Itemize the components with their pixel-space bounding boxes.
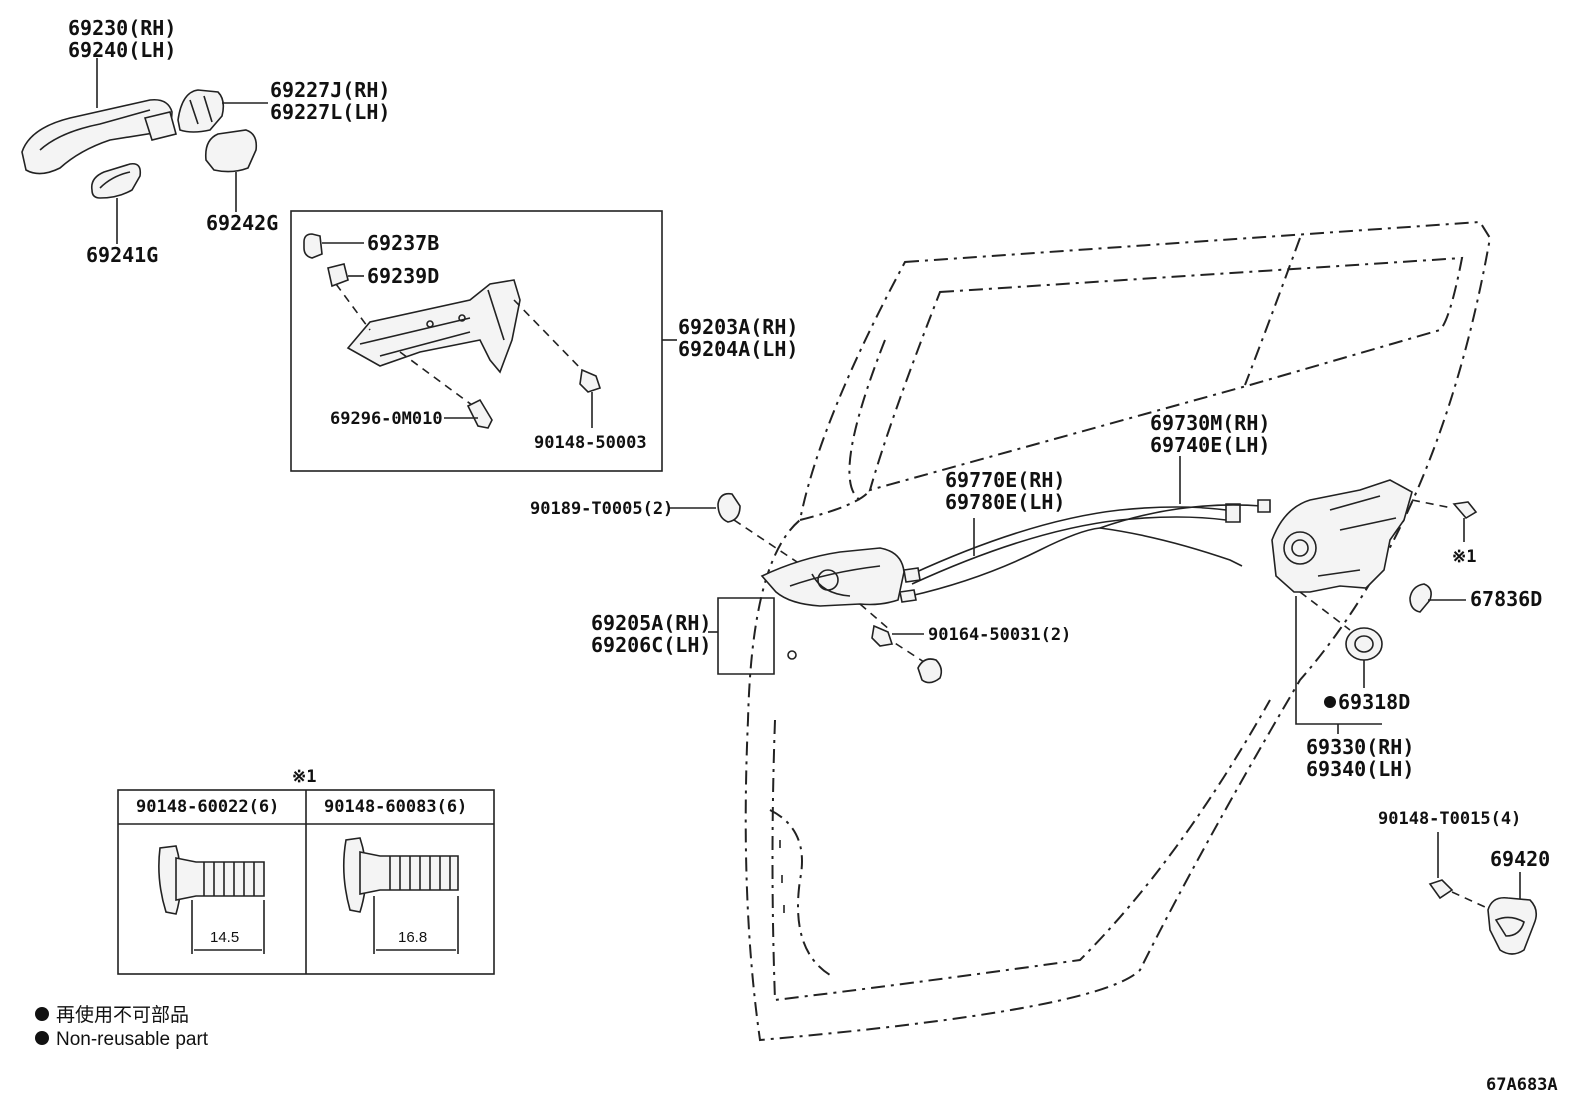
handle-frame-box xyxy=(290,210,663,472)
screw-69296 xyxy=(466,398,493,429)
striker-screw xyxy=(1428,879,1454,900)
dash-90189 xyxy=(733,519,801,565)
table-col1-header: 90148-60022(6) xyxy=(136,797,279,817)
screw-90164 xyxy=(871,624,894,647)
inner-door-handle xyxy=(760,547,905,607)
legend-dot-en xyxy=(35,1031,49,1045)
bracket-69330 xyxy=(1295,596,1382,725)
lock-screw xyxy=(1452,501,1478,520)
label-90148-50003: 90148-50003 xyxy=(534,433,647,453)
screw-90148-50003 xyxy=(579,368,602,393)
clip-69237b xyxy=(303,233,323,259)
seal-67836d xyxy=(1409,583,1432,613)
dash-screw-a xyxy=(399,351,477,409)
label-69205a-rh: 69205A(RH) xyxy=(591,611,711,635)
label-69780e-lh: 69780E(LH) xyxy=(945,490,1065,514)
label-69296-0m010: 69296-0M010 xyxy=(330,409,443,429)
label-90164-50031: 90164-50031(2) xyxy=(928,625,1071,645)
table-note: ※1 xyxy=(292,767,316,787)
legend-en: Non-reusable part xyxy=(56,1029,209,1050)
handle-pad-rear xyxy=(204,129,258,173)
label-69318d: 69318D xyxy=(1338,690,1410,714)
door-lock-striker xyxy=(1487,896,1538,955)
handle-cover xyxy=(177,89,225,133)
door-lock-assembly xyxy=(1271,479,1413,593)
label-67836d: 67836D xyxy=(1470,587,1542,611)
label-69227l-lh: 69227L(LH) xyxy=(270,100,390,124)
label-69330-rh: 69330(RH) xyxy=(1306,735,1414,759)
dash-lock-screw xyxy=(1411,499,1453,509)
seal-69318d xyxy=(1345,627,1383,661)
bolt-90148-60022 xyxy=(158,845,265,915)
handle-pad-front xyxy=(90,162,142,199)
rod-69730m xyxy=(899,499,1271,603)
handle-frame xyxy=(346,279,521,374)
dash-69318d xyxy=(1299,591,1351,631)
label-69239d: 69239D xyxy=(367,264,439,288)
label-69242g: 69242G xyxy=(206,211,278,235)
label-90189-t0005: 90189-T0005(2) xyxy=(530,499,673,519)
label-69206c-lh: 69206C(LH) xyxy=(591,633,711,657)
outer-door-handle xyxy=(21,98,177,175)
bolt-90148-60083 xyxy=(342,837,459,913)
cable-69770e xyxy=(903,503,1241,585)
dash-screw-b xyxy=(513,299,585,373)
bracket-69205a xyxy=(717,597,775,675)
non-reusable-dot-69318d xyxy=(1324,696,1336,708)
label-69420: 69420 xyxy=(1490,847,1550,871)
clip-69239d xyxy=(327,263,349,288)
label-69730m-rh: 69730M(RH) xyxy=(1150,411,1270,435)
diagram-code: 67A683A xyxy=(1486,1075,1558,1095)
table-col2-header: 90148-60083(6) xyxy=(324,797,467,817)
dash-69239d xyxy=(335,283,371,331)
clip-90189 xyxy=(717,492,741,523)
door-outline xyxy=(744,220,1492,1042)
legend-dot-jp xyxy=(35,1007,49,1021)
label-69770e-rh: 69770E(RH) xyxy=(945,468,1065,492)
legend-jp: 再使用不可部品 xyxy=(56,1004,189,1026)
label-69340-lh: 69340(LH) xyxy=(1306,757,1414,781)
label-90148-t0015: 90148-T0015(4) xyxy=(1378,809,1521,829)
dash-90164 xyxy=(859,603,891,631)
label-69237b: 69237B xyxy=(367,231,439,255)
label-69230-rh: 69230(RH) xyxy=(68,16,176,40)
handle-cap xyxy=(917,658,943,684)
label-69203a-rh: 69203A(RH) xyxy=(678,315,798,339)
label-69240-lh: 69240(LH) xyxy=(68,38,176,62)
dim-14-5: 14.5 xyxy=(210,929,239,946)
dim-16-8: 16.8 xyxy=(398,929,427,946)
label-69740e-lh: 69740E(LH) xyxy=(1150,433,1270,457)
label-69227j-rh: 69227J(RH) xyxy=(270,78,390,102)
label-69241g: 69241G xyxy=(86,243,158,267)
label-note-1-lock: ※1 xyxy=(1452,547,1476,567)
label-69204a-lh: 69204A(LH) xyxy=(678,337,798,361)
